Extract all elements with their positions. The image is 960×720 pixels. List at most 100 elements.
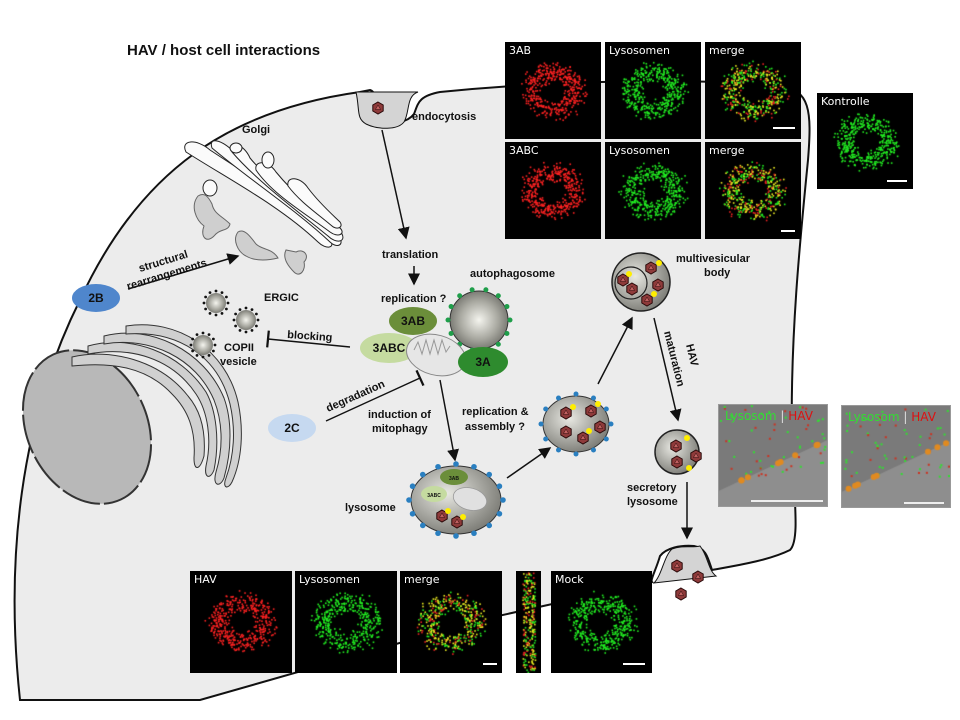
membrane-dot [591, 447, 596, 453]
autophagosome-label: autophagosome [470, 268, 555, 280]
copii-vesicles [189, 289, 260, 359]
replication-assembly-label: replication & [462, 406, 529, 418]
membrane-dot [543, 436, 549, 442]
secretory-lysosome [654, 429, 702, 475]
induction-label: induction of [368, 409, 431, 421]
autophagosome [445, 287, 513, 353]
protein-3a [458, 347, 508, 377]
membrane-dot [573, 451, 579, 457]
blocking-label: blocking [287, 329, 333, 344]
membrane-dot [486, 522, 493, 529]
membrane-dot [409, 483, 416, 490]
protein-3ab-label: 3AB [401, 314, 425, 328]
membrane-dot [495, 341, 501, 347]
micrograph-3ab: 3AB [505, 42, 601, 139]
scale-bar [904, 502, 944, 504]
membrane-dot [419, 522, 426, 529]
protein-2b-label: 2B [88, 291, 104, 305]
membrane-dot [469, 287, 475, 293]
membrane-dot [496, 510, 503, 517]
membrane-dot [486, 471, 493, 478]
membrane-dot [504, 330, 510, 336]
membrane-dot [471, 530, 477, 537]
membrane-dot [507, 317, 513, 323]
protein-3abc-label: 3ABC [373, 341, 406, 355]
micrograph-caption: 3ABC [509, 144, 539, 157]
protein-2c-label: 2C [284, 421, 300, 435]
lysosome-3ab-label: 3AB [449, 476, 459, 482]
membrane-dot [556, 447, 561, 453]
micrograph-caption: 3AB [509, 44, 532, 57]
nucleus [21, 349, 153, 505]
micrograph-caption: Lysosomen [609, 44, 671, 57]
membrane-dot [406, 497, 412, 503]
copii-vesicle [236, 310, 256, 330]
micrograph-mock: Mock [551, 571, 652, 673]
micrograph-caption: merge [404, 573, 440, 586]
protein-2b [72, 284, 120, 312]
virus-particle [671, 559, 683, 573]
scale-bar [623, 663, 645, 665]
scale-bar [751, 500, 823, 502]
membrane-dot [573, 391, 579, 397]
micrograph-lysosomen-1: Lysosomen [605, 42, 701, 139]
phase-panel-1: Lysosom | HAV [718, 404, 828, 507]
membrane-dot [453, 461, 459, 467]
membrane-dot [448, 330, 454, 336]
micrograph-caption: merge [709, 44, 745, 57]
phase-panel-2: Lysosom | HAV [841, 405, 951, 508]
multivesicular-body [611, 252, 671, 312]
golgi-label: Golgi [242, 124, 270, 136]
membrane-dot [543, 406, 549, 412]
diagram-title: HAV / host cell interactions [127, 42, 320, 59]
micrograph-caption: Lysosomen [299, 573, 361, 586]
micrograph-caption: Mock [555, 573, 584, 586]
multivesicular-label: multivesicular [676, 253, 751, 265]
membrane-dot [435, 463, 441, 470]
secretory-label: secretory [627, 482, 677, 494]
replication-question-label: replication ? [381, 293, 447, 305]
scale-bar [483, 663, 497, 665]
protein-2c [268, 414, 316, 442]
micrograph-caption: merge [709, 144, 745, 157]
scale-bar [887, 180, 907, 182]
micrograph-merge-3: merge [400, 571, 502, 673]
endoplasmic-reticulum [71, 324, 242, 488]
scale-bar [773, 127, 795, 129]
membrane-dot [409, 510, 416, 517]
phase-caption: Lysosom | HAV [725, 409, 813, 423]
membrane-dot [538, 421, 544, 427]
hav-label: HAV [683, 343, 700, 368]
replication-vesicle [538, 391, 614, 457]
membrane-dot [504, 304, 510, 310]
membrane-dot [591, 395, 596, 401]
phase-caption: Lysosom | HAV [848, 410, 936, 424]
lysosome-label: lysosome [345, 502, 396, 514]
membrane-dot [457, 293, 463, 299]
micrograph-3abc: 3ABC [505, 142, 601, 239]
copii-label: COPII [224, 342, 254, 354]
membrane-dot [453, 533, 459, 539]
micrograph-caption: Kontrolle [821, 95, 870, 108]
membrane-dot [448, 304, 454, 310]
lysosome: 3AB 3ABC [406, 461, 506, 539]
golgi-apparatus [184, 140, 344, 248]
membrane-dot [603, 436, 609, 442]
virus-particle [372, 101, 384, 115]
vesicle-label: vesicle [220, 356, 257, 368]
copii-vesicle [193, 335, 213, 355]
micrograph-hav: HAV [190, 571, 292, 673]
mitophagy-label: mitophagy [372, 423, 428, 435]
membrane-dot [435, 530, 441, 537]
membrane-dot [603, 406, 609, 412]
micrograph-z-section [516, 571, 541, 673]
virus-particle [692, 570, 704, 584]
membrane-dot [496, 483, 503, 490]
body-label: body [704, 267, 731, 279]
ergic-compartments [193, 193, 307, 275]
membrane-dot [471, 463, 477, 470]
micrograph-merge-1: merge [705, 42, 801, 139]
membrane-dot [500, 497, 506, 503]
membrane-dot [556, 395, 561, 401]
